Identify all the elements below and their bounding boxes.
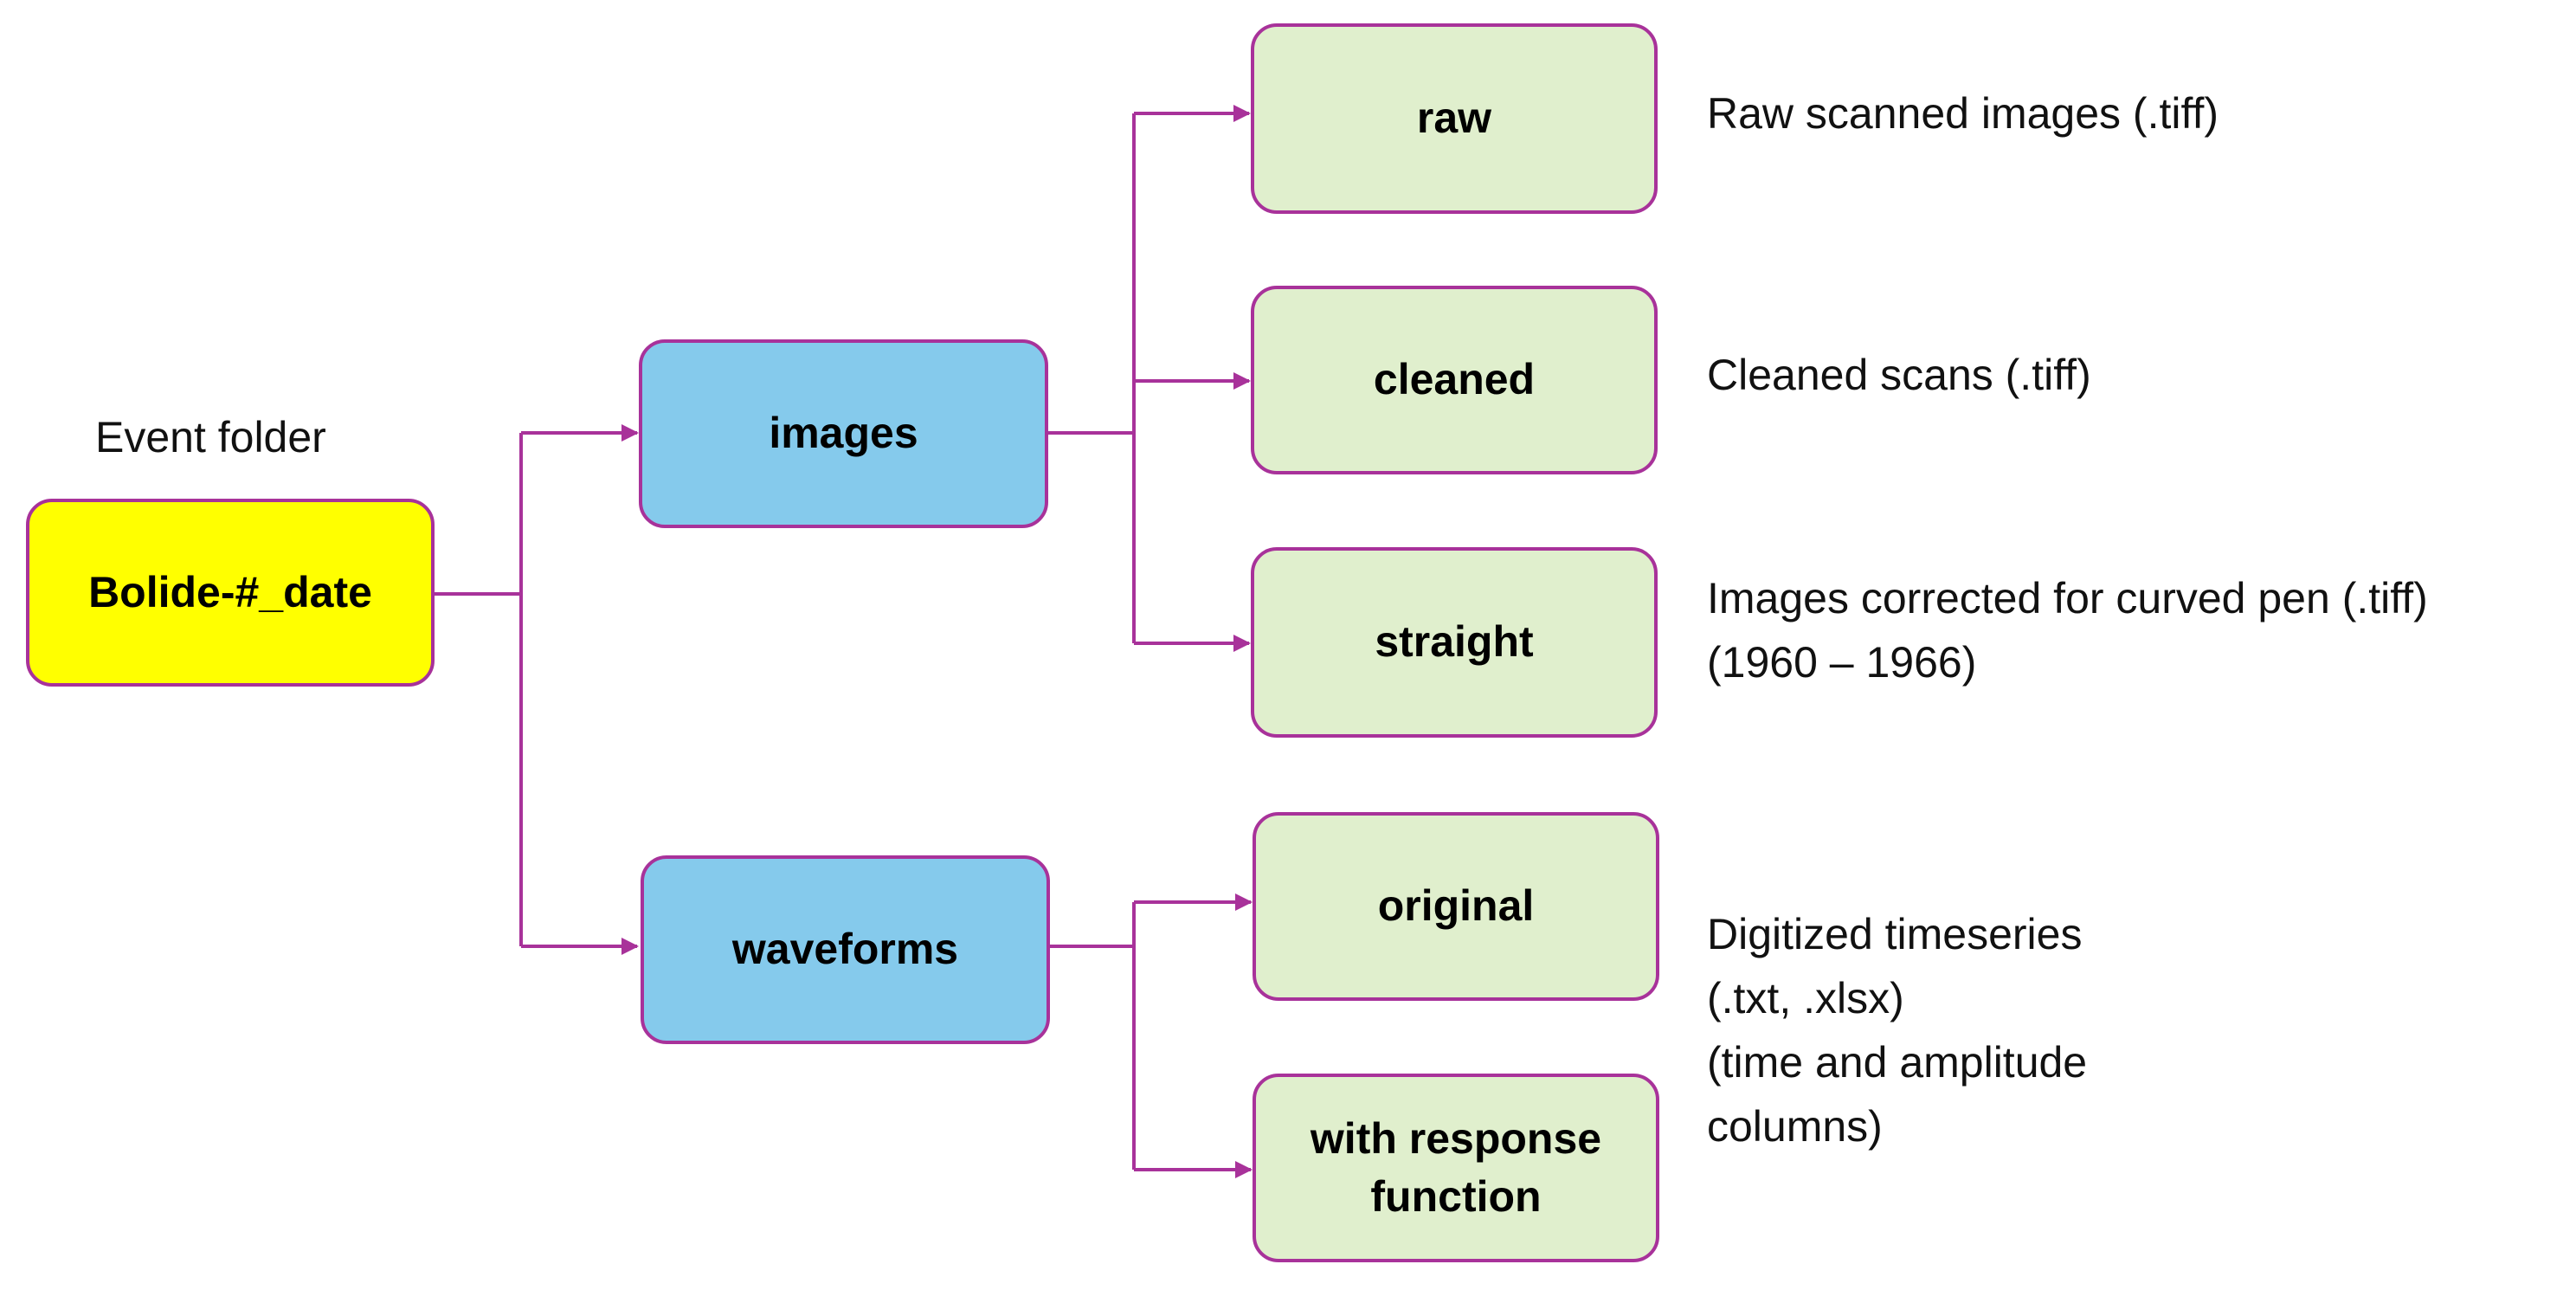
root-caption: Event folder — [95, 413, 326, 461]
folder-waveforms[interactable]: waveforms — [641, 855, 1050, 1044]
subfolder-raw[interactable]: raw — [1251, 23, 1658, 214]
description-digitized-line3: (time and amplitude — [1707, 1038, 2088, 1087]
subfolder-straight[interactable]: straight — [1251, 547, 1658, 738]
subfolder-straight-label: straight — [1375, 617, 1534, 667]
root-folder-bolide-date[interactable]: Bolide-#_date — [26, 499, 435, 687]
folder-images-label: images — [769, 409, 918, 458]
description-digitized-line2: (.txt, .xlsx) — [1707, 974, 1904, 1022]
description-cleaned: Cleaned scans (.tiff) — [1707, 351, 2091, 399]
subfolder-raw-label: raw — [1416, 94, 1492, 143]
subfolder-original-label: original — [1377, 881, 1535, 931]
subfolder-original[interactable]: original — [1253, 812, 1659, 1001]
description-digitized-line4: columns) — [1707, 1102, 1883, 1151]
description-straight-line2: (1960 – 1966) — [1707, 638, 1977, 687]
subfolder-with-response-function[interactable]: with response function — [1253, 1074, 1659, 1262]
description-digitized-line1: Digitized timeseries — [1707, 910, 2083, 958]
description-digitized: Digitized timeseries (.txt, .xlsx) (time… — [1707, 902, 2087, 1158]
description-raw: Raw scanned images (.tiff) — [1707, 89, 2219, 138]
subfolder-response-label: with response function — [1311, 1110, 1601, 1227]
subfolder-response-line2: function — [1370, 1172, 1542, 1221]
subfolder-response-line1: with response — [1310, 1113, 1602, 1163]
description-straight-line1: Images corrected for curved pen (.tiff) — [1707, 574, 2428, 622]
folder-images[interactable]: images — [639, 339, 1048, 528]
subfolder-cleaned[interactable]: cleaned — [1251, 286, 1658, 474]
folder-waveforms-label: waveforms — [731, 925, 959, 974]
root-folder-label: Bolide-#_date — [88, 567, 372, 616]
description-straight: Images corrected for curved pen (.tiff) … — [1707, 566, 2428, 694]
subfolder-cleaned-label: cleaned — [1373, 355, 1536, 404]
